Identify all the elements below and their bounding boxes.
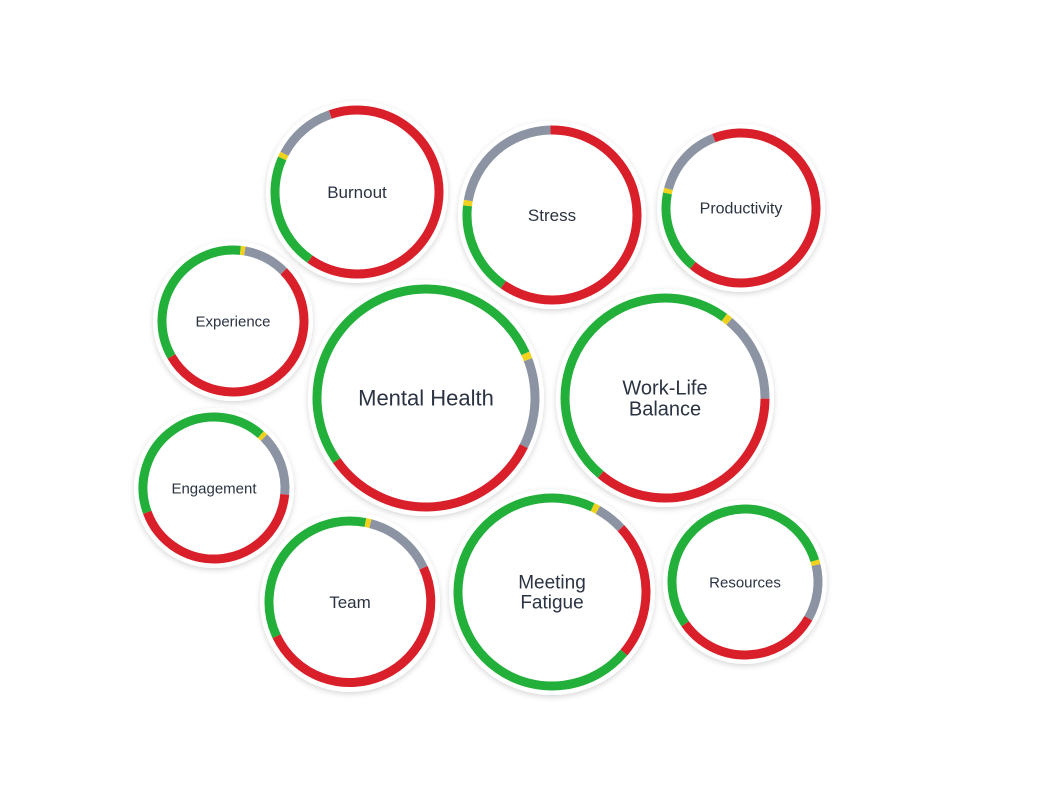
bubble-label: Resources <box>709 574 781 591</box>
ring-segment-gray <box>726 317 770 399</box>
ring-segment-green <box>270 156 313 263</box>
bubble-label-line: Engagement <box>171 480 257 497</box>
bubble-label: Engagement <box>171 480 257 497</box>
ring-segment-yellow <box>590 503 601 514</box>
ring-segment-gray <box>243 246 287 275</box>
bubble-productivity[interactable]: Productivity <box>657 124 825 292</box>
bubble-label-line: Burnout <box>327 183 387 202</box>
bubble-label: Team <box>329 593 371 612</box>
ring-segment-gray <box>260 434 290 495</box>
bubble-background <box>663 500 827 664</box>
bubble-label: Burnout <box>327 183 387 202</box>
ring-segment-red <box>597 398 770 503</box>
bubble-label-line: Mental Health <box>358 386 494 411</box>
bubble-label: Experience <box>195 313 270 330</box>
ring-segment-red <box>500 125 642 305</box>
bubble-background <box>556 289 774 507</box>
bubble-label-line: Team <box>329 593 371 612</box>
ring-segment-red <box>617 525 651 656</box>
ring-segment-gray <box>463 125 551 202</box>
bubble-label-line: Stress <box>528 206 576 225</box>
ring-segment-gray <box>369 519 428 570</box>
ring-segment-gray <box>280 110 332 156</box>
bubble-label: Stress <box>528 206 576 225</box>
ring-segment-red <box>689 128 821 288</box>
bubble-resources[interactable]: Resources <box>663 500 827 664</box>
ring-segment-green <box>453 493 628 691</box>
ring-segment-yellow <box>663 187 673 195</box>
ring-segment-gray <box>595 506 625 532</box>
bubble-label-line: Fatigue <box>520 593 583 614</box>
ring-segment-green <box>560 293 728 479</box>
bubble-stress[interactable]: Stress <box>458 121 646 309</box>
ring-segment-red <box>333 444 528 512</box>
ring-segment-red <box>167 268 309 397</box>
bubble-team[interactable]: Team <box>260 512 440 692</box>
ring-segment-yellow <box>257 431 268 441</box>
bubble-label-line: Work-Life <box>622 378 707 400</box>
bubble-label-line: Productivity <box>700 201 783 218</box>
bubble-label: Mental Health <box>358 386 494 411</box>
ring-segment-gray <box>519 358 540 449</box>
bubble-background <box>449 489 655 695</box>
bubble-background <box>458 121 646 309</box>
bubble-engagement[interactable]: Engagement <box>134 408 294 568</box>
bubble-background <box>266 101 448 283</box>
bubble-experience[interactable]: Experience <box>153 241 313 401</box>
bubble-label-line: Balance <box>629 399 701 421</box>
ring-segment-yellow <box>721 313 733 325</box>
ring-segment-gray <box>664 133 716 191</box>
ring-segment-green <box>157 245 241 359</box>
bubble-background <box>260 512 440 692</box>
ring-segment-red <box>681 615 813 660</box>
ring-segment-green <box>661 192 696 269</box>
ring-segment-green <box>667 504 820 627</box>
bubble-label: Productivity <box>700 201 783 218</box>
bubble-background <box>153 241 313 401</box>
ring-segment-yellow <box>521 351 533 362</box>
bubble-mental-health[interactable]: Mental Health <box>308 280 544 516</box>
ring-segment-yellow <box>463 199 473 207</box>
bubble-background <box>134 408 294 568</box>
bubble-label-line: Experience <box>195 313 270 330</box>
ring-segment-red <box>307 105 444 279</box>
ring-segment-yellow <box>239 245 246 256</box>
ring-segment-green <box>312 284 530 464</box>
bubble-background <box>308 280 544 516</box>
ring-segment-red <box>143 493 290 564</box>
ring-segment-yellow <box>810 559 821 567</box>
bubble-burnout[interactable]: Burnout <box>266 101 448 283</box>
bubble-label-line: Resources <box>709 574 781 591</box>
ring-segment-green <box>138 412 264 514</box>
ring-segment-green <box>264 516 367 639</box>
ring-segment-green <box>462 205 506 289</box>
ring-segment-yellow <box>364 518 372 528</box>
ring-segment-yellow <box>278 151 289 161</box>
ring-segment-red <box>272 565 436 687</box>
bubble-background <box>657 124 825 292</box>
ring-segment-gray <box>804 564 823 621</box>
bubble-label-line: Meeting <box>518 573 586 594</box>
